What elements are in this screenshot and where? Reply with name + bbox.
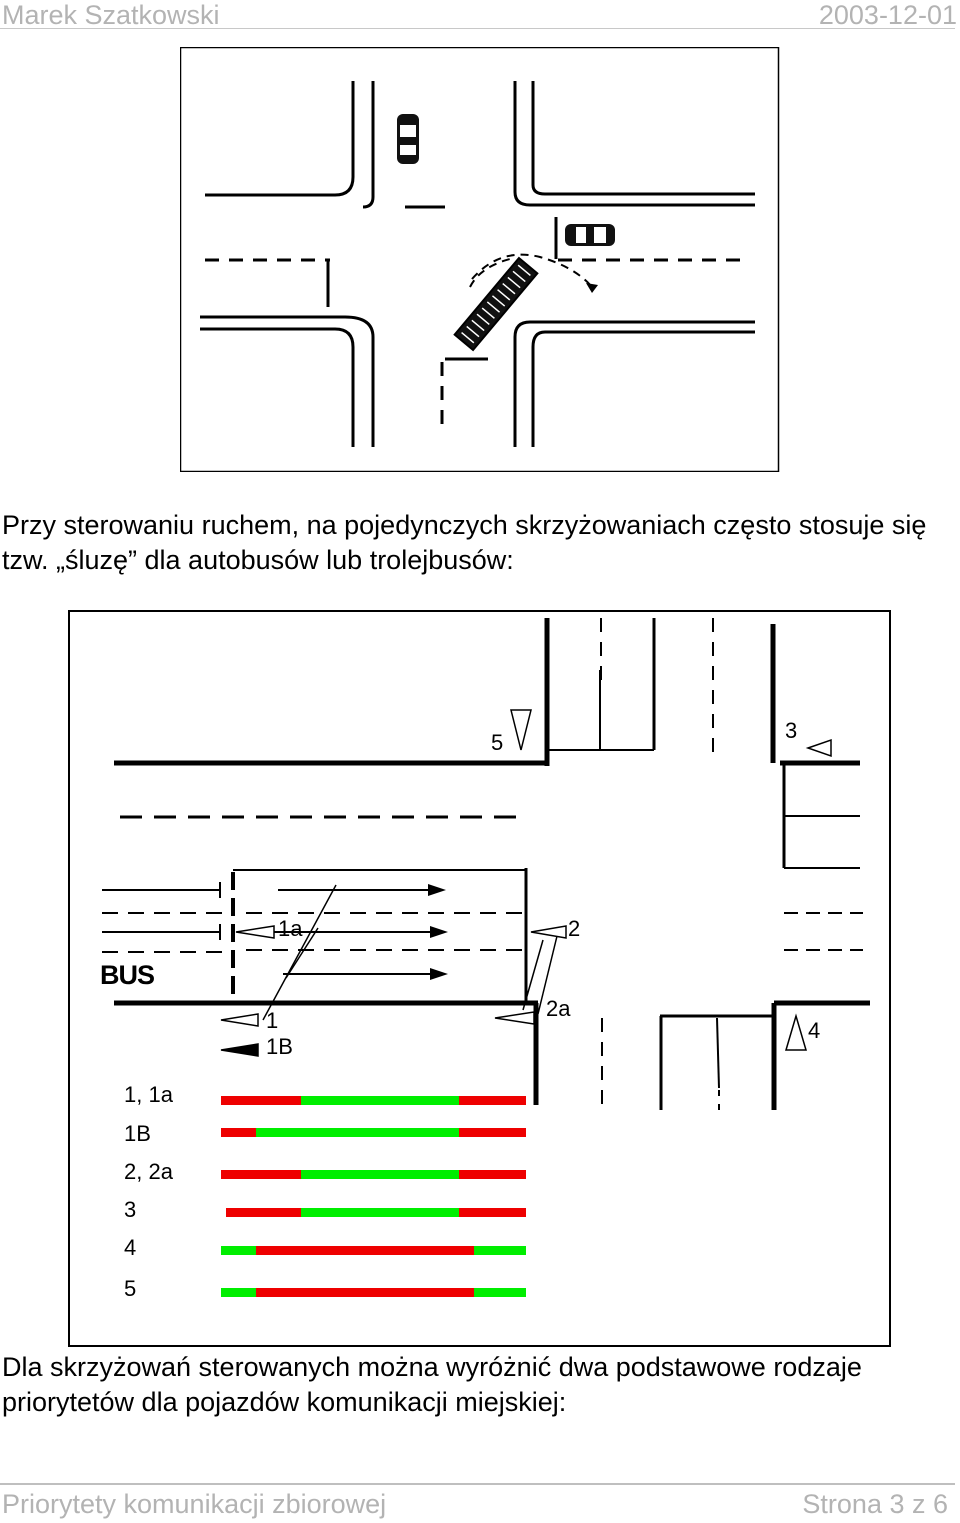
phase-bar-green (301, 1170, 459, 1179)
signal-4-label: 4 (808, 1018, 820, 1043)
phase-bar-red (221, 1096, 301, 1105)
phase-bar-green (474, 1246, 526, 1255)
signal-1-icon (220, 1013, 259, 1027)
phase-bar-red (256, 1246, 474, 1255)
signal-1-label: 1 (266, 1008, 278, 1033)
phase-label: 1B (124, 1121, 151, 1146)
phase-bar-red (459, 1128, 526, 1137)
footer-title: Priorytety komunikacji zbiorowej (2, 1489, 387, 1519)
phase-bar-red (221, 1128, 256, 1137)
phase-bar-green (221, 1288, 256, 1297)
phase-bar-green (474, 1288, 526, 1297)
phase-label: 5 (124, 1276, 136, 1301)
phase-bar-red (459, 1170, 526, 1179)
signal-1B-label: 1B (266, 1034, 293, 1059)
phase-bar-red (226, 1208, 301, 1217)
signal-5-label: 5 (491, 730, 503, 755)
intersection-bus-figure (180, 47, 780, 472)
bus-icon (453, 256, 539, 352)
signal-1B-icon (220, 1043, 259, 1057)
body-paragraph: Dla skrzyżowań sterowanych można wyróżni… (2, 1352, 862, 1417)
phase-bar-green (221, 1246, 256, 1255)
footer-page-number: Strona 3 z 6 (802, 1489, 948, 1519)
signal-3-icon (805, 738, 832, 758)
intro-paragraph: Przy sterowaniu ruchem, na pojedynczych … (2, 510, 927, 575)
car-icon (397, 114, 419, 164)
header-author: Marek Szatkowski (2, 0, 220, 30)
signal-2-label: 2 (568, 916, 580, 941)
header-divider (0, 28, 955, 29)
phase-bar-red (459, 1096, 526, 1105)
phase-bar-red (221, 1170, 301, 1179)
phase-label: 3 (124, 1197, 136, 1222)
signal-1a-icon (235, 925, 275, 939)
signal-plan (221, 1096, 526, 1297)
bus-label: BUS (100, 960, 154, 990)
phase-label: 2, 2a (124, 1159, 174, 1184)
signal-5-icon (510, 709, 532, 751)
signal-1a-label: 1a (278, 916, 303, 941)
signal-4-icon (784, 1013, 808, 1051)
phase-label: 4 (124, 1235, 136, 1260)
phase-bar-green (301, 1208, 459, 1217)
phase-bar-red (256, 1288, 474, 1297)
signal-2-icon (530, 925, 567, 939)
phase-bar-red (459, 1208, 526, 1217)
header-date: 2003-12-01 (818, 0, 957, 30)
phase-label: 1, 1a (124, 1082, 174, 1107)
signal-2a-icon (494, 1011, 535, 1025)
footer-divider (0, 1483, 955, 1485)
car-icon (565, 224, 615, 246)
phase-bar-green (301, 1096, 459, 1105)
phase-bar-green (256, 1128, 459, 1137)
bus-lock-diagram: BUS 5 3 1a 2 1 1B 2a 4 1, 1a 1B 2, 2a 3 … (68, 610, 891, 1347)
signal-2a-label: 2a (546, 996, 571, 1021)
signal-3-label: 3 (785, 718, 797, 743)
